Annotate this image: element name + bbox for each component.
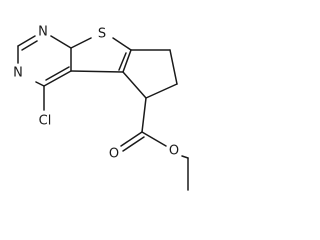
bond-c4-c4a-inner [45,66,70,81]
bond-c5-ccarbonyl [141,97,147,133]
bond-n3-c4 [35,81,45,87]
bond-c4-c4a [43,70,72,87]
bond-n1-c2-inner [21,40,38,51]
bond-c7a-c4b [122,49,132,73]
bond-c8a-s [70,37,92,49]
bond-s-c7a [112,37,132,51]
bond-c7a-c4b-inner [118,52,127,71]
atom-label-cl: Cl [39,114,52,129]
bond-c7-c6 [169,49,178,85]
bond-c-o-double-a [120,131,143,147]
bond-n1-c2 [17,35,36,47]
atom-label-o-ester: O [169,144,179,159]
bond-c8a-n1 [50,35,72,49]
bond-oester-ch2 [181,155,189,159]
bond-c-o-double-b [122,136,145,152]
bond-c-oester [141,131,167,147]
atom-label-n3: N [13,66,23,81]
atom-label-n1: N [38,25,48,40]
atom-label-s: S [98,27,106,42]
molecule-diagram: N N S Cl O O [13,25,189,191]
atom-label-o-carbonyl: O [109,147,119,162]
bond-c6-c5 [145,83,178,99]
bond-c4b-c4a [70,70,124,73]
structure-drawing: N N S Cl O O [13,25,189,191]
bond-c5-c4b [122,71,147,99]
